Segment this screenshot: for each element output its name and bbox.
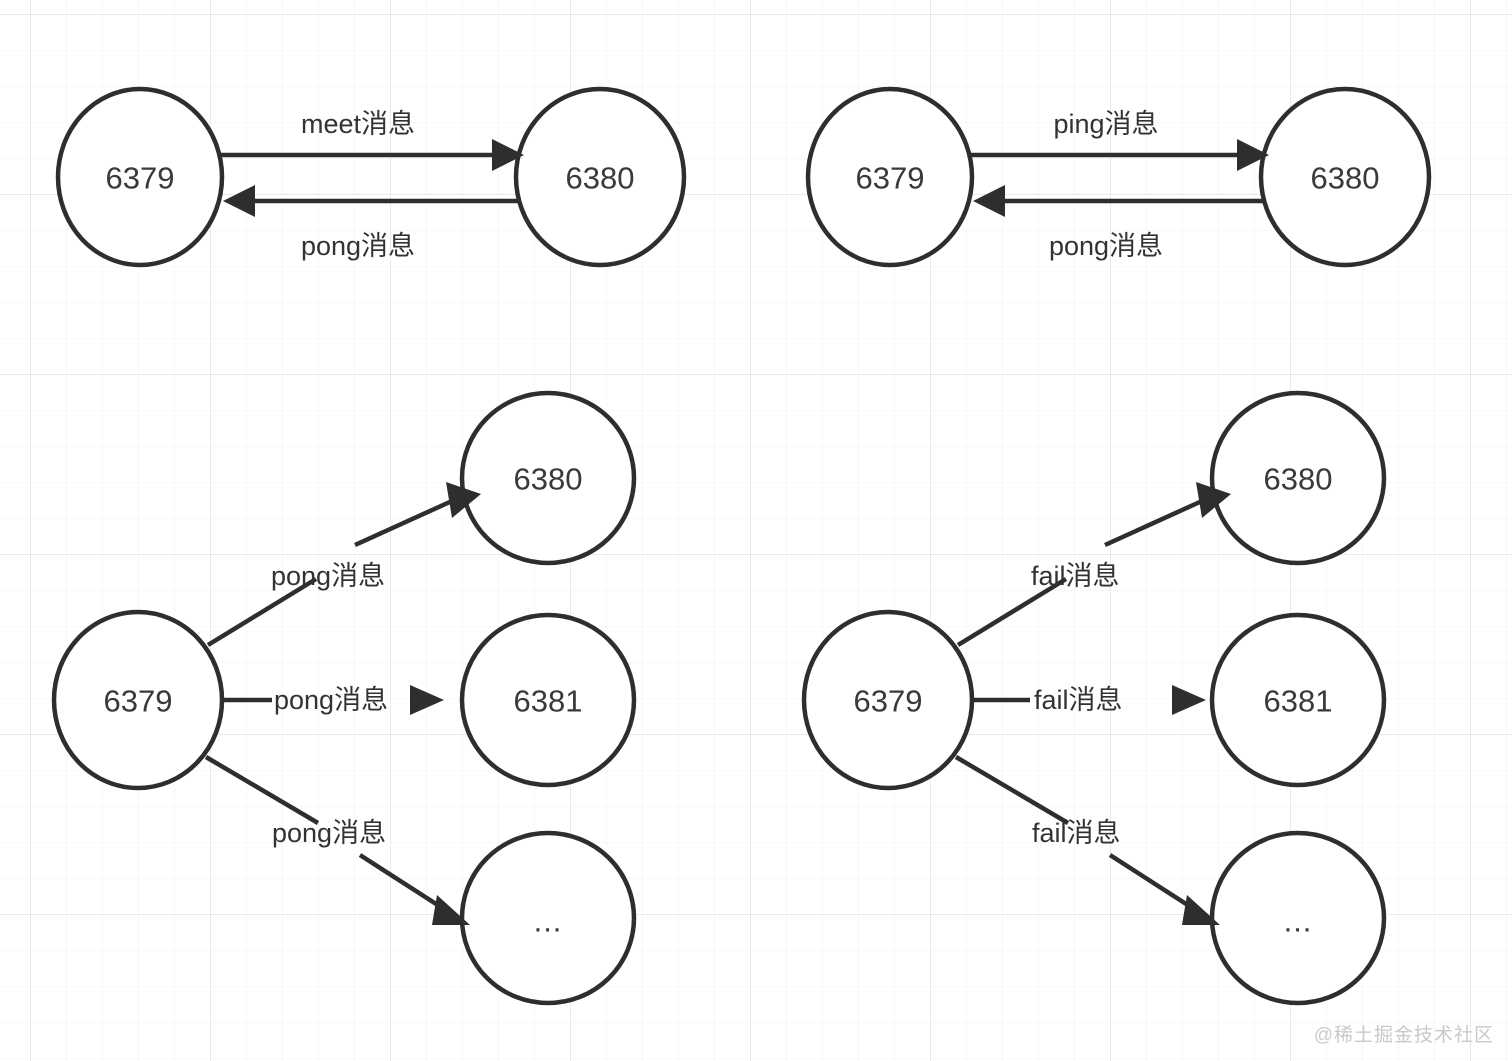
edge-fail-to-ellipsis: fail消息 [954, 755, 1220, 925]
edge-label: fail消息 [1032, 818, 1121, 848]
edge-ping-message: ping消息 [971, 109, 1269, 171]
panel-ping: 6379 6380 ping消息 pong消息 [805, 86, 1432, 268]
arrow-head-upright-icon [1196, 482, 1231, 518]
node-6380-fail[interactable]: 6380 [1209, 390, 1387, 566]
edge-line [358, 853, 449, 913]
edge-fail-to-6380: fail消息 [956, 482, 1231, 647]
node-6379-ping[interactable]: 6379 [805, 86, 975, 268]
node-label: 6380 [1311, 161, 1380, 196]
node-6380-ping[interactable]: 6380 [1258, 86, 1432, 268]
node-6381-fail[interactable]: 6381 [1209, 612, 1387, 788]
edge-pong-to-6381: pong消息 [224, 685, 444, 715]
arrow-head-left-icon [223, 185, 255, 217]
arrow-head-downright-icon [1182, 895, 1220, 925]
node-6381-pong[interactable]: 6381 [459, 612, 637, 788]
edge-line [956, 577, 1068, 647]
edge-fail-to-6381: fail消息 [974, 685, 1206, 715]
edge-pong-to-6380: pong消息 [206, 482, 481, 647]
edge-line [206, 577, 318, 647]
arrow-head-downright-icon [432, 895, 470, 925]
edge-label: pong消息 [301, 231, 415, 261]
node-label: 6380 [514, 462, 583, 497]
edge-label: meet消息 [301, 109, 415, 139]
arrow-head-left-icon [973, 185, 1005, 217]
node-label: 6381 [1264, 684, 1333, 719]
edge-line [1108, 853, 1199, 913]
node-6379-meet[interactable]: 6379 [55, 86, 225, 268]
edge-label: pong消息 [274, 685, 388, 715]
edge-meet-message: meet消息 [221, 109, 524, 171]
node-6380-pong[interactable]: 6380 [459, 390, 637, 566]
edge-label: pong消息 [271, 561, 385, 591]
node-ellipsis-pong[interactable]: ... [459, 830, 637, 1006]
panel-meet: 6379 6380 meet消息 pong消息 [55, 86, 687, 268]
edge-line [204, 755, 320, 825]
node-label: ... [534, 904, 563, 939]
node-ellipsis-fail[interactable]: ... [1209, 830, 1387, 1006]
node-label: 6379 [106, 161, 175, 196]
node-label: 6381 [514, 684, 583, 719]
edge-label: pong消息 [272, 818, 386, 848]
edge-label: pong消息 [1049, 231, 1163, 261]
edge-label: fail消息 [1031, 561, 1120, 591]
arrow-head-right-icon [410, 685, 444, 715]
watermark: @稀土掘金技术社区 [1313, 1025, 1494, 1046]
node-6379-hub-fail[interactable]: 6379 [801, 609, 975, 791]
panel-pong-broadcast: 6379 6380 6381 ... pong消息 [51, 390, 637, 1006]
arrow-head-right-icon [492, 139, 524, 171]
node-label: 6380 [566, 161, 635, 196]
edge-pong-message: pong消息 [223, 185, 520, 261]
node-label: ... [1284, 904, 1313, 939]
edge-label: fail消息 [1034, 685, 1123, 715]
panel-fail-broadcast: 6379 6380 6381 ... fail消息 [801, 390, 1387, 1006]
edge-line [954, 755, 1070, 825]
edge-line [354, 498, 453, 548]
arrow-head-upright-icon [446, 482, 481, 518]
edge-pong-message: pong消息 [973, 185, 1265, 261]
edge-label: ping消息 [1053, 109, 1158, 139]
node-6380-meet[interactable]: 6380 [513, 86, 687, 268]
node-label: 6379 [856, 161, 925, 196]
arrow-head-right-icon [1172, 685, 1206, 715]
node-label: 6379 [854, 684, 923, 719]
node-6379-hub-pong[interactable]: 6379 [51, 609, 225, 791]
node-label: 6380 [1264, 462, 1333, 497]
node-label: 6379 [104, 684, 173, 719]
edge-line [1104, 498, 1203, 548]
edge-pong-to-ellipsis: pong消息 [204, 755, 470, 925]
arrow-head-right-icon [1237, 139, 1269, 171]
